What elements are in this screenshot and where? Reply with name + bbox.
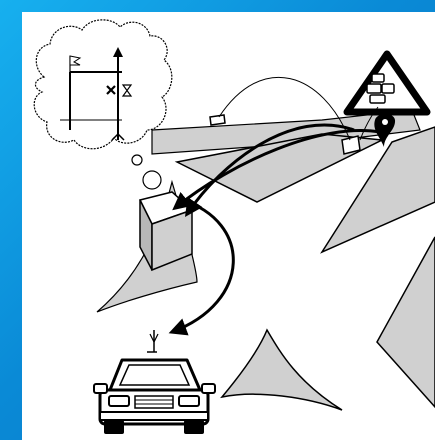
road-far-right <box>377 237 435 407</box>
thought-bubble <box>34 20 172 189</box>
road-bottom-peak <box>222 330 342 410</box>
roadside-unit-left <box>210 115 225 125</box>
bubble-dot-medium <box>143 171 161 189</box>
car-icon <box>94 330 215 434</box>
traffic-info-diagram <box>22 12 435 440</box>
roadside-unit-right <box>342 136 360 154</box>
antenna-icon <box>147 330 158 352</box>
cloud-outline <box>34 20 172 149</box>
diagram-svg <box>22 12 435 440</box>
bubble-dot-small <box>132 155 142 165</box>
